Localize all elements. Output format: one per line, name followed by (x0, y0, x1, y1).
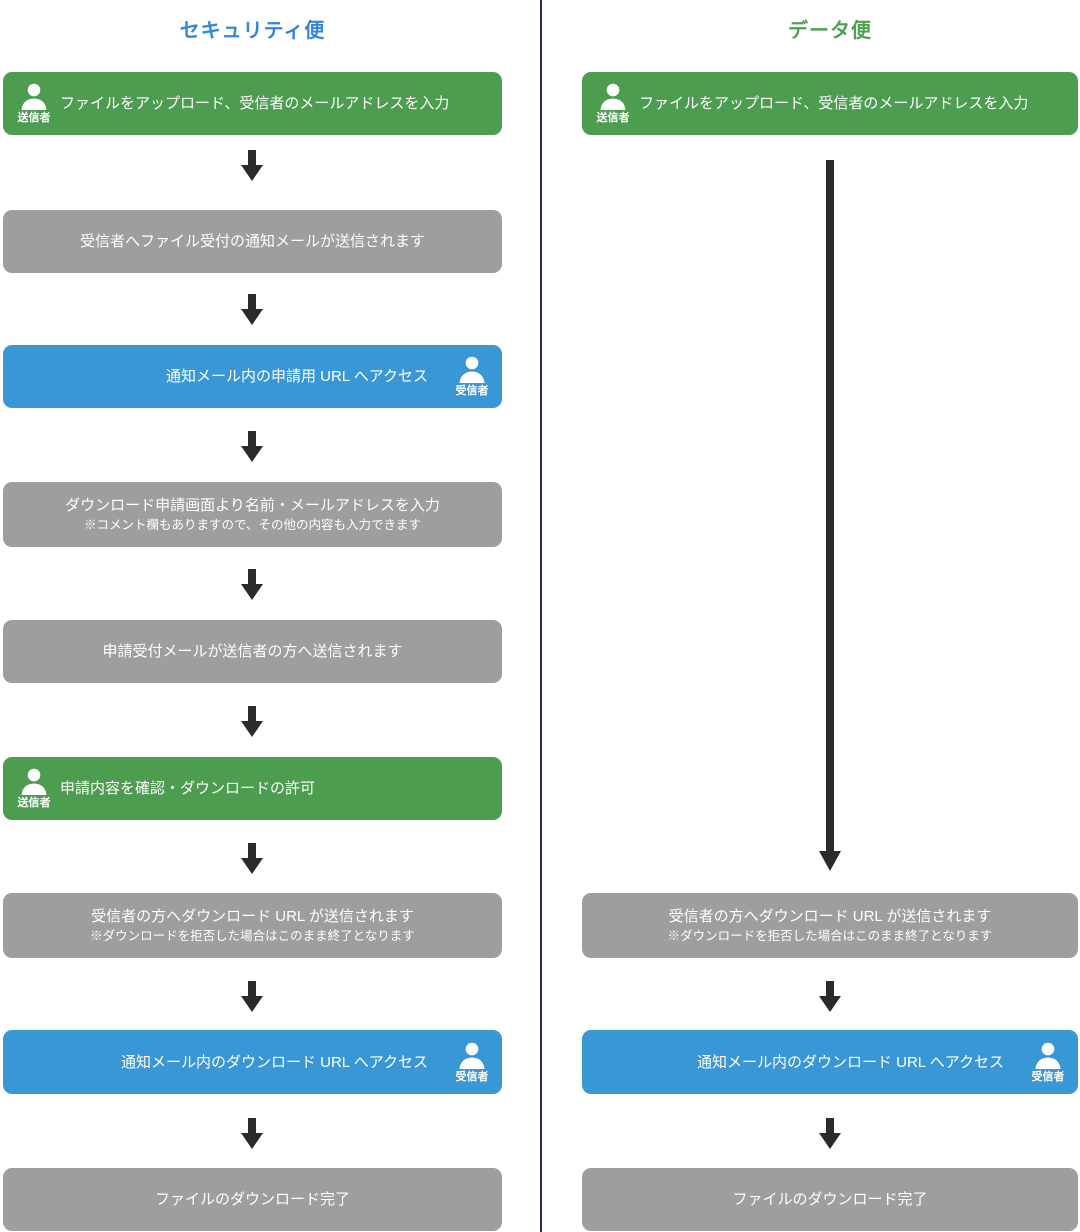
actor-label: 送信者 (17, 797, 51, 809)
flow-arrow-icon (819, 981, 841, 1012)
flow-arrow-icon (241, 294, 263, 325)
step-download-complete: ファイルのダウンロード完了 (3, 1168, 502, 1231)
flow-arrow-icon (241, 150, 263, 181)
step-access-request-url: 通知メール内の申請用 URL へアクセス 受信者 (3, 345, 502, 408)
flow-arrow-icon (241, 569, 263, 600)
person-icon (459, 1042, 485, 1069)
flow-arrow-icon (241, 981, 263, 1012)
person-icon (21, 768, 47, 795)
person-icon (21, 83, 47, 110)
flow-arrow-icon (241, 843, 263, 874)
column-divider (540, 0, 542, 1232)
step-text: 受信者の方へダウンロード URL が送信されます (668, 908, 992, 926)
step-text: 受信者の方へダウンロード URL が送信されます (91, 908, 414, 926)
security-flow-title: セキュリティ便 (179, 19, 326, 42)
actor-label: 受信者 (455, 1070, 489, 1083)
sender-actor: 送信者 (17, 768, 51, 809)
actor-label: 送信者 (596, 112, 630, 124)
actor-label: 受信者 (1031, 1070, 1065, 1083)
sender-actor: 送信者 (596, 83, 630, 124)
step-text: ファイルをアップロード、受信者のメールアドレスを入力 (639, 95, 1029, 112)
actor-label: 受信者 (455, 385, 489, 397)
step-access-download-url: 通知メール内のダウンロード URL へアクセス 受信者 (3, 1030, 502, 1094)
step-download-url-sent: 受信者の方へダウンロード URL が送信されます ※ダウンロードを拒否した場合は… (582, 893, 1078, 958)
step-enter-name-email: ダウンロード申請画面より名前・メールアドレスを入力 ※コメント欄もありますので、… (3, 482, 502, 547)
step-text: ファイルのダウンロード完了 (154, 1191, 350, 1208)
step-upload-file: 送信者 ファイルをアップロード、受信者のメールアドレスを入力 (582, 72, 1078, 135)
step-text: 受信者へファイル受付の通知メールが送信されます (79, 233, 425, 250)
step-download-complete: ファイルのダウンロード完了 (582, 1168, 1078, 1231)
step-note: ※ダウンロードを拒否した場合はこのまま終了となります (90, 929, 415, 944)
step-text: 通知メール内のダウンロード URL へアクセス (696, 1053, 1004, 1071)
step-upload-file: 送信者 ファイルをアップロード、受信者のメールアドレスを入力 (3, 72, 502, 135)
flow-arrow-icon (241, 1118, 263, 1149)
person-icon (600, 83, 626, 110)
step-text: 通知メール内のダウンロード URL へアクセス (120, 1053, 428, 1071)
step-text: ファイルのダウンロード完了 (732, 1191, 928, 1208)
long-flow-arrow-icon (819, 160, 841, 871)
step-approve-download: 送信者 申請内容を確認・ダウンロードの許可 (3, 757, 502, 820)
receiver-actor: 受信者 (455, 1042, 489, 1083)
step-note: ※コメント欄もありますので、その他の内容も入力できます (83, 518, 421, 533)
step-note: ※ダウンロードを拒否した場合はこのまま終了となります (667, 929, 993, 944)
receiver-actor: 受信者 (1031, 1042, 1065, 1083)
step-text: 申請内容を確認・ダウンロードの許可 (60, 780, 316, 797)
receiver-actor: 受信者 (455, 356, 489, 397)
person-icon (459, 356, 485, 383)
step-text: ダウンロード申請画面より名前・メールアドレスを入力 (65, 497, 440, 515)
step-text: 申請受付メールが送信者の方へ送信されます (102, 643, 403, 660)
step-text: 通知メール内の申請用 URL へアクセス (165, 368, 428, 385)
step-notify-mail: 受信者へファイル受付の通知メールが送信されます (3, 210, 502, 273)
sender-actor: 送信者 (17, 83, 51, 124)
step-request-received-mail: 申請受付メールが送信者の方へ送信されます (3, 620, 502, 683)
step-access-download-url: 通知メール内のダウンロード URL へアクセス 受信者 (582, 1030, 1078, 1094)
flow-arrow-icon (241, 431, 263, 462)
step-text: ファイルをアップロード、受信者のメールアドレスを入力 (60, 95, 450, 112)
step-download-url-sent: 受信者の方へダウンロード URL が送信されます ※ダウンロードを拒否した場合は… (3, 893, 502, 958)
flow-arrow-icon (819, 1118, 841, 1149)
person-icon (1035, 1042, 1061, 1069)
flow-arrow-icon (241, 706, 263, 737)
actor-label: 送信者 (17, 112, 51, 124)
data-flow-title: データ便 (788, 19, 872, 42)
